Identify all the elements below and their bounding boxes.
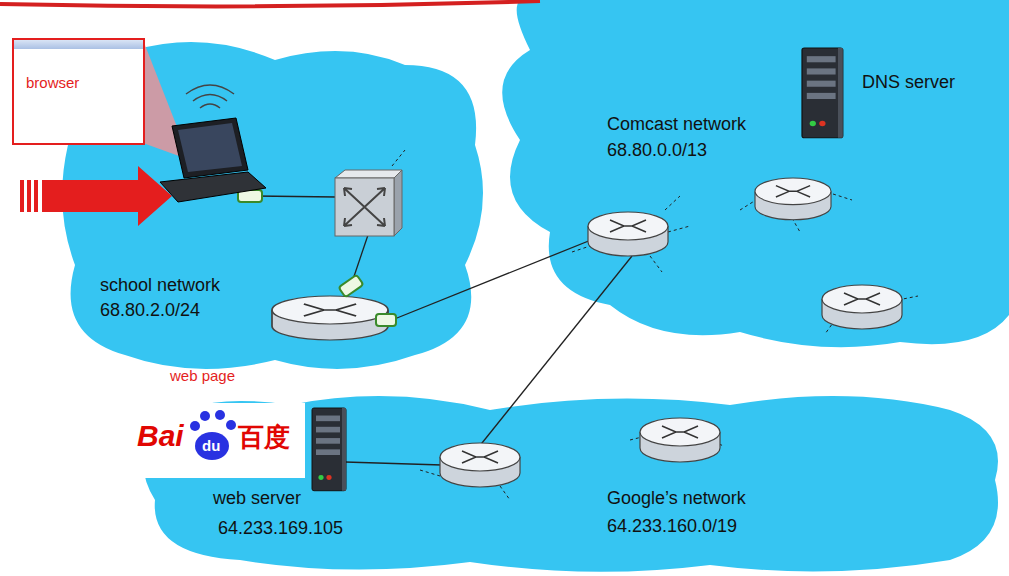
cloud-shape (502, 0, 1009, 347)
google-network-cloud: Google’s network 64.233.160.0/19 (130, 390, 1009, 576)
router-symbol (588, 212, 668, 256)
cloud-outline (480, 0, 1009, 355)
dns-server-icon (802, 48, 843, 138)
cloud-outline (130, 390, 1009, 576)
router-symbol (272, 296, 388, 340)
network-name: school network (100, 275, 220, 296)
top-red-stroke (0, 1, 540, 6)
browser-label: browser (26, 74, 79, 91)
server-label: web server (213, 488, 301, 509)
cloud-shape (62, 42, 483, 369)
address-label: 64.233.169.105 (218, 518, 343, 539)
switch-symbol (335, 170, 402, 236)
network-name: Google’s network (607, 488, 746, 509)
logo-text: Bai (137, 419, 184, 454)
window-title-bar (14, 40, 143, 49)
router-symbol (755, 178, 831, 220)
cloud-shape (144, 396, 998, 572)
baidu-logo (133, 403, 305, 478)
caption-label: web page (170, 367, 235, 384)
router-symbol (822, 285, 902, 329)
network-prefix: 68.80.0.0/13 (607, 140, 707, 161)
network-prefix: 68.80.2.0/24 (100, 300, 200, 321)
router-symbol (440, 443, 520, 487)
logo-text: 百度 (238, 423, 290, 453)
logo-text: du (202, 437, 220, 454)
network-prefix: 64.233.160.0/19 (607, 516, 737, 537)
network-name: Comcast network (607, 114, 746, 135)
web-server-icon (312, 408, 346, 491)
server-label: DNS server (862, 72, 955, 93)
comcast-network-cloud: Comcast network 68.80.0.0/13 (480, 0, 1009, 355)
router-symbol (640, 418, 720, 462)
browser-window: browser (12, 38, 145, 145)
